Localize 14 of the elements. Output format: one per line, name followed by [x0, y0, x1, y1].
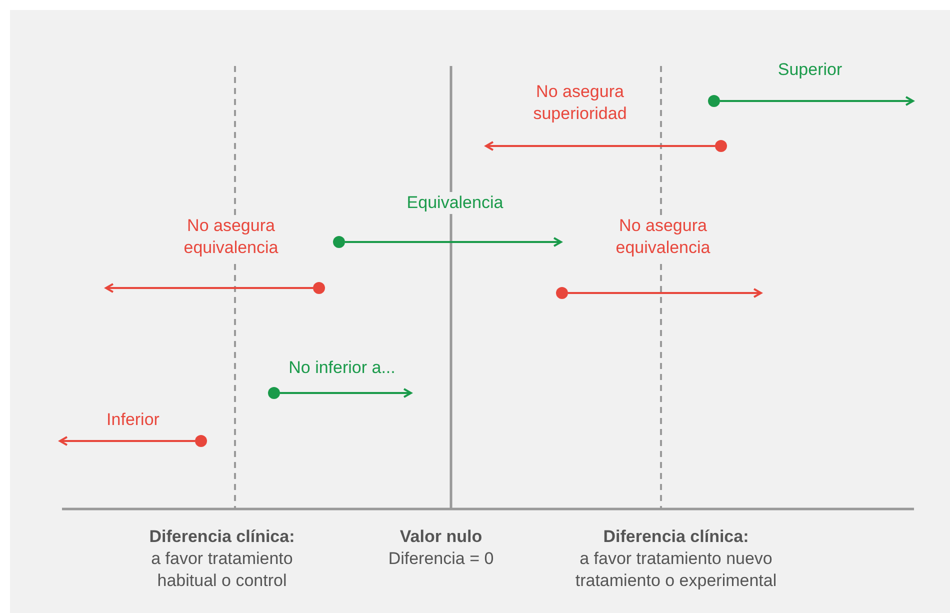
- axis-note: Diferencia = 0: [388, 548, 494, 570]
- axis-heading: Diferencia clínica:: [149, 526, 295, 548]
- axis-note: a favor tratamiento nuevo tratamiento o experimental: [574, 548, 778, 592]
- arrow: [280, 388, 412, 398]
- arrow: [485, 141, 715, 151]
- arrow: [59, 436, 195, 446]
- axis-note: a favor tratamiento habitual o control: [150, 548, 294, 592]
- axis-heading: Valor nulo: [400, 526, 482, 548]
- edge-label: Equivalencia: [406, 192, 504, 214]
- arrow: [345, 237, 562, 247]
- arrow: [720, 96, 914, 106]
- arrow: [105, 283, 313, 293]
- axis-heading: Diferencia clínica:: [603, 526, 749, 548]
- arrow: [568, 288, 762, 298]
